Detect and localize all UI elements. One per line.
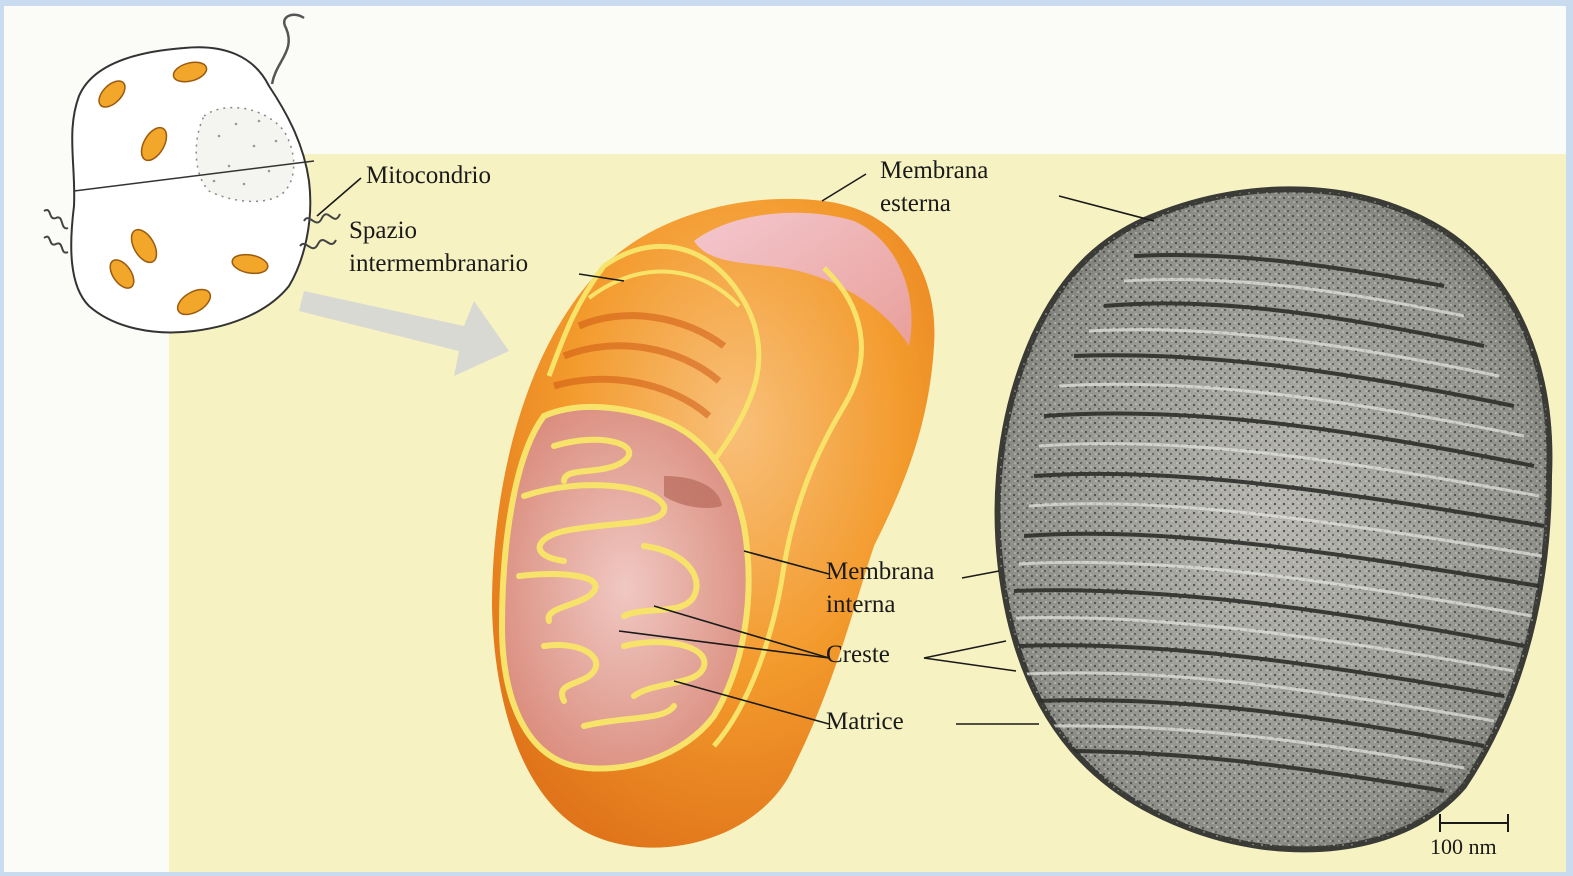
label-membrana-interna-line2: interna [826,588,895,621]
label-membrana-esterna-line1: Membrana [880,154,988,187]
diagram-artwork [4,6,1566,872]
diagram-canvas: Mitocondrio Spazio intermembranario Memb… [4,6,1566,872]
label-mitocondrio: Mitocondrio [366,159,491,192]
label-matrice: Matrice [826,705,904,738]
label-membrana-interna-line1: Membrana [826,555,934,588]
label-membrana-esterna-line2: esterna [880,187,951,220]
label-spazio-line2: intermembranario [349,247,528,280]
label-spazio-line1: Spazio [349,214,417,247]
label-creste: Creste [826,638,890,671]
scale-bar-label: 100 nm [1430,834,1497,860]
